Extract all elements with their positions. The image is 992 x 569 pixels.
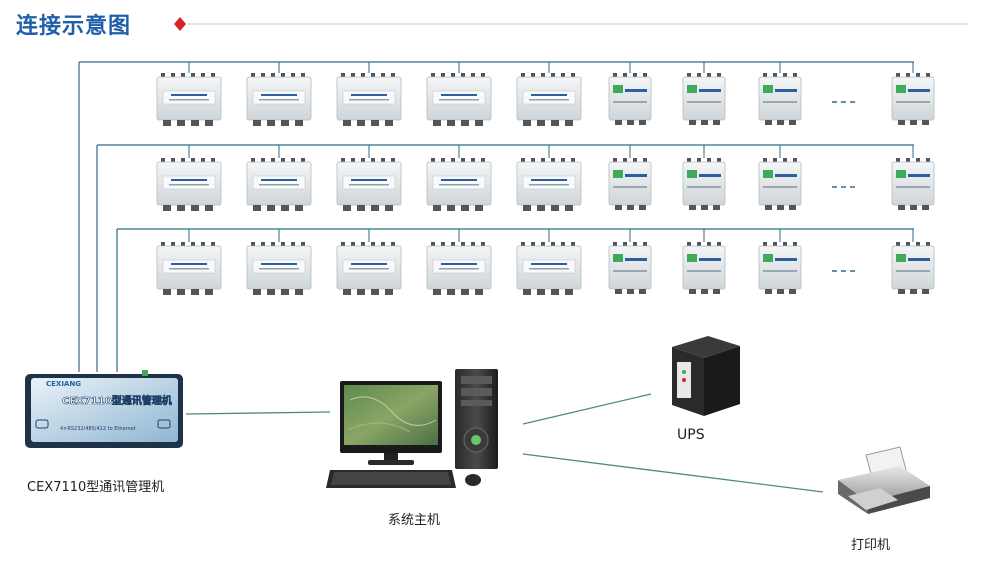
- meter-device: [156, 73, 222, 126]
- meter-device: [246, 242, 312, 295]
- manager-host-link: [185, 411, 331, 415]
- protection-device: [608, 158, 652, 210]
- protection-device: [758, 242, 802, 294]
- meter-device: [246, 158, 312, 211]
- meter-device: [426, 73, 492, 126]
- protection-device: [891, 73, 935, 125]
- meter-device: [516, 73, 582, 126]
- manager-panel-subtitle: 4×RS232/485/422 to Ethernet: [60, 426, 136, 432]
- meter-device: [426, 242, 492, 295]
- manager-panel-title: CEX7110型通讯管理机: [62, 394, 172, 407]
- meter-device: [336, 242, 402, 295]
- protection-device: [682, 242, 726, 294]
- system-host: [326, 369, 498, 488]
- protection-device: [758, 158, 802, 210]
- ups-label: UPS: [677, 427, 705, 443]
- meter-device: [336, 73, 402, 126]
- tower-icon: [455, 369, 498, 469]
- meter-device: [156, 158, 222, 211]
- protection-device: [608, 242, 652, 294]
- meter-device: [246, 73, 312, 126]
- meter-device: [156, 242, 222, 295]
- communication-manager: CEXIANG CEX7110型通讯管理机 4×RS232/485/422 to…: [25, 370, 183, 448]
- host-label: 系统主机: [388, 513, 441, 528]
- bus-lines: [78, 61, 914, 372]
- manager-label: CEX7110型通讯管理机: [27, 480, 165, 495]
- protection-device: [758, 73, 802, 125]
- protection-device: [891, 242, 935, 294]
- protection-device: [608, 73, 652, 125]
- meter-device: [516, 242, 582, 295]
- host-ups-link: [522, 393, 652, 425]
- protection-device: [891, 158, 935, 210]
- protection-device: [682, 158, 726, 210]
- printer-label: 打印机: [851, 538, 891, 553]
- serial-port-icon: [35, 419, 171, 429]
- page-title: 连接示意图: [16, 14, 132, 39]
- meter-device: [336, 158, 402, 211]
- meter-device: [426, 158, 492, 211]
- protection-device: [682, 73, 726, 125]
- red-diamond-icon: [174, 17, 186, 31]
- printer-icon: [838, 446, 930, 514]
- monitor-icon: [340, 381, 442, 465]
- keyboard-icon: [326, 470, 456, 488]
- manager-logo: CEXIANG: [46, 380, 81, 388]
- meter-device: [516, 158, 582, 211]
- host-printer-link: [522, 453, 824, 493]
- ups-icon: [672, 336, 740, 416]
- mouse-icon: [465, 474, 481, 486]
- device-array: [156, 73, 935, 295]
